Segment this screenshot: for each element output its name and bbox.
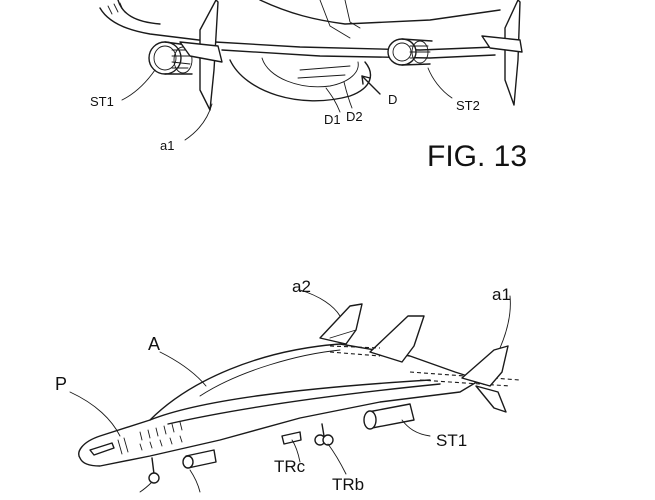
fig14-leader-a1 xyxy=(499,295,511,349)
fig13-fin-right xyxy=(504,0,521,106)
fig14-nose-gear xyxy=(148,457,160,484)
fig13-engine-st1 xyxy=(148,41,196,75)
fig14-fin-a2-root xyxy=(329,329,357,339)
fig13-wing-leading-edge xyxy=(214,41,496,51)
fig13-lower-pod xyxy=(229,59,372,102)
fig14-engine-forward-intake xyxy=(182,455,194,469)
fig13-leader-st1 xyxy=(121,69,156,101)
fig14-fin-a2 xyxy=(319,303,363,345)
fig13-arrow-d xyxy=(361,75,381,95)
fig13-caption: FIG. 13 xyxy=(427,140,527,173)
fig14-leader-bottom-left xyxy=(139,481,153,493)
fig13-fuselage-lower-line xyxy=(99,7,216,43)
fig13-leader-d2 xyxy=(343,81,353,109)
fig13-label-st1: ST1 xyxy=(90,94,114,109)
fig13-leader-st2 xyxy=(427,67,453,99)
fig14-wing-root-line-2 xyxy=(167,383,441,425)
fig14-passenger-windows xyxy=(139,421,183,451)
fig14-leader-trb xyxy=(327,443,347,475)
fig13-fin-right-hplane xyxy=(481,35,523,53)
fig14-wing-root-line xyxy=(149,379,431,421)
fig14-label-a: A xyxy=(148,334,160,354)
fig13-fuselage-nose xyxy=(117,0,161,25)
fig13-label-a1: a1 xyxy=(160,138,174,153)
fig13-leader-a1 xyxy=(184,103,213,141)
fig14-door xyxy=(117,437,129,455)
fig13-fin-a1-hplane xyxy=(179,41,223,63)
fig14-fuselage xyxy=(78,343,481,467)
fig13-aircraft-drawing xyxy=(99,0,523,141)
fig13-pod-door xyxy=(261,57,359,88)
fig14-leader-st1 xyxy=(401,419,431,437)
fig13-windows xyxy=(107,2,124,15)
fig14-label-st1: ST1 xyxy=(436,431,467,450)
fig13-leader-d1 xyxy=(325,87,341,113)
fig14-engine-st1 xyxy=(363,403,415,430)
fig14-fin-a1-lower xyxy=(475,385,507,413)
fig13-label-st2: ST2 xyxy=(456,98,480,113)
fig14-leader-trc xyxy=(291,439,301,463)
fig14-leader-a2 xyxy=(299,289,341,317)
fig14-label-a2: a2 xyxy=(292,277,311,296)
fig14-engine-mid xyxy=(281,431,302,445)
fig13-label-d2: D2 xyxy=(346,109,363,124)
fig13-vertical-structure xyxy=(319,0,351,39)
fig14-body-shade xyxy=(199,349,341,397)
fig14-leader-p xyxy=(69,391,121,437)
fig14-fin-a1-upper xyxy=(461,345,509,387)
fig14-label-p: P xyxy=(55,374,67,394)
fig13-engine-st2 xyxy=(387,38,433,66)
fig14-main-gear xyxy=(314,423,334,446)
fig13-arrowhead-d xyxy=(361,75,371,85)
fig13-label-d1: D1 xyxy=(324,112,341,127)
fig14-cockpit-window xyxy=(89,442,115,456)
fig14-leader-bottom-mid xyxy=(189,469,201,493)
fig14-vertical-tail xyxy=(369,315,425,363)
fig13-pod-lines xyxy=(297,65,351,79)
fig14-aircraft-drawing xyxy=(69,289,521,493)
fig13-wing-trailing-edge xyxy=(221,49,496,59)
fig13-vertical-structure-2 xyxy=(344,0,361,29)
fig14-label-trc: TRc xyxy=(274,457,306,476)
fig14-leader-a xyxy=(159,351,207,387)
fig13-upper-body xyxy=(259,0,501,25)
fig14-label-trb: TRb xyxy=(332,475,364,494)
fig13-label-d: D xyxy=(388,92,397,107)
fig14-label-a1: a1 xyxy=(492,285,511,304)
